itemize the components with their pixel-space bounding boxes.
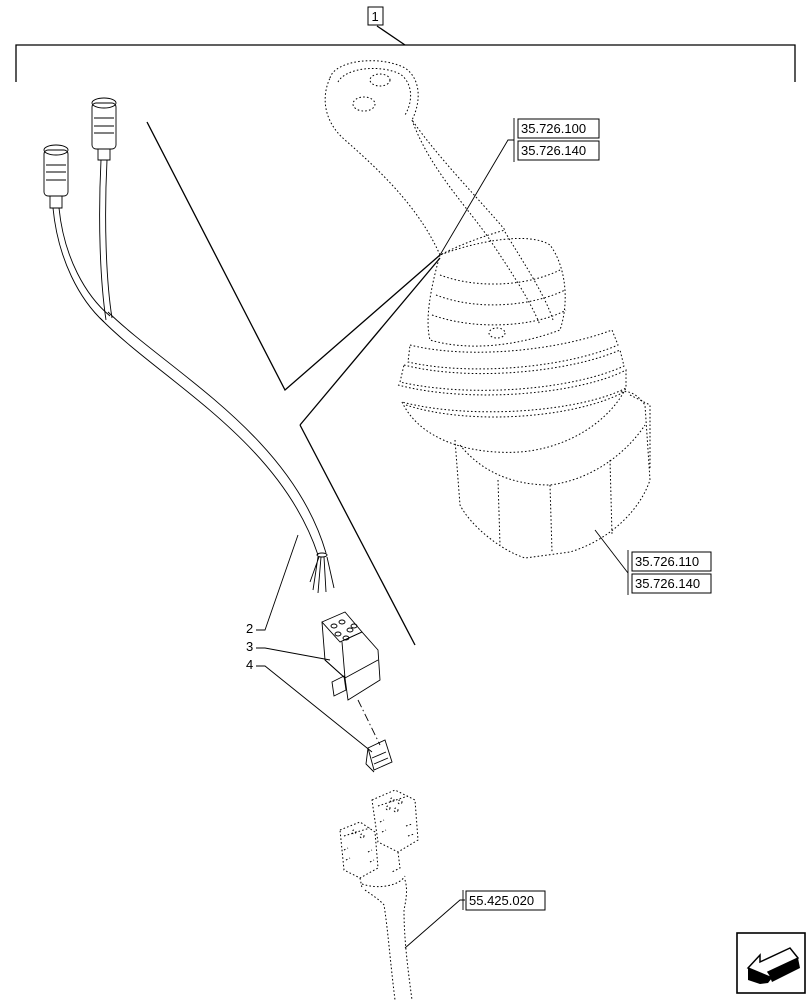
joystick-base (454, 391, 651, 559)
svg-text:2: 2 (246, 621, 253, 636)
assembly-item-label[interactable]: 1 (367, 6, 384, 26)
locking-wedge (365, 739, 393, 773)
svg-text:55.425.020: 55.425.020 (469, 893, 534, 908)
ref-box-handle-a[interactable]: 35.726.100 (517, 118, 600, 139)
cable-connector-left (43, 144, 69, 209)
leader-handle-ref (439, 139, 514, 256)
ref-group-harness: 55.425.020 (462, 890, 546, 911)
harness-connector-upper (371, 789, 419, 873)
callout-3[interactable]: 3 (246, 639, 331, 661)
svg-text:35.726.140: 35.726.140 (635, 576, 700, 591)
ref-box-base-b[interactable]: 35.726.140 (631, 573, 712, 594)
svg-text:35.726.110: 35.726.110 (635, 554, 699, 569)
assembly-leader-lines (146, 121, 441, 646)
callout-4[interactable]: 4 (246, 657, 373, 753)
previous-page-arrow-icon[interactable] (736, 932, 806, 994)
ref-box-base-a[interactable]: 35.726.110 (631, 551, 712, 572)
ref-box-harness[interactable]: 55.425.020 (465, 890, 546, 911)
svg-text:4: 4 (246, 657, 253, 672)
assembly-axis-line (357, 699, 381, 746)
ref-box-handle-b[interactable]: 35.726.140 (517, 140, 600, 161)
joystick-boot (397, 231, 627, 453)
joystick-cable-harness (43, 97, 335, 594)
leader-harness-ref (404, 899, 465, 949)
svg-text:3: 3 (246, 639, 253, 654)
harness-connector-lower (339, 821, 379, 889)
leader-base-ref (594, 529, 629, 574)
assembly-bracket (15, 25, 796, 82)
svg-text:35.726.100: 35.726.100 (521, 121, 586, 136)
ref-group-handle: 35.726.100 35.726.140 (513, 118, 600, 162)
cable-connector-right (91, 97, 117, 161)
callout-group: 2 3 4 (246, 534, 373, 753)
ref-group-base: 35.726.110 35.726.140 (627, 550, 712, 595)
connector-housing (321, 611, 381, 701)
assembly-item-number: 1 (372, 9, 379, 24)
svg-text:35.726.140: 35.726.140 (521, 143, 586, 158)
callout-2[interactable]: 2 (246, 534, 299, 636)
joystick-handle (324, 60, 506, 256)
harness-connectors (339, 789, 419, 1000)
